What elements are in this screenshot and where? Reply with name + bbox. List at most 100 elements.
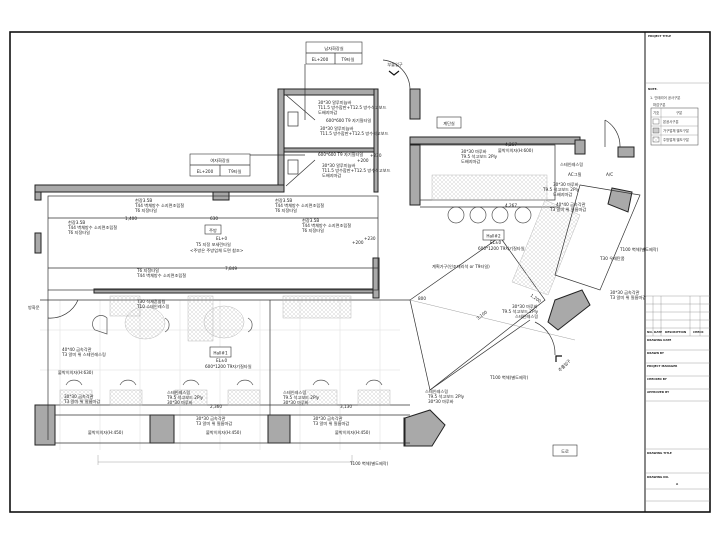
svg-text:T6 지정타일: T6 지정타일 [136,267,159,274]
svg-text:NOTE.: NOTE. [648,87,658,91]
main-entrance-arrow-icon [555,355,562,362]
svg-text:DRAWN BY: DRAWN BY [647,351,665,355]
svg-text:T6 지정타일: T6 지정타일 [134,207,157,214]
svg-text:PROJECT MANAGER: PROJECT MANAGER [647,364,678,368]
svg-text:도배지마감: 도배지마감 [322,172,341,179]
hall2-label: Hall#2 [486,234,501,239]
svg-text:방화문: 방화문 [28,304,40,311]
svg-text:30*30 마루바: 30*30 마루바 [283,399,309,406]
svg-text:DATE: DATE [654,330,662,334]
svg-text:T9타일: T9타일 [341,56,355,63]
svg-text:APPROVED BY: APPROVED BY [647,390,670,394]
svg-text:붙박이의자(H:450): 붙박이의자(H:450) [88,429,123,436]
svg-text:T3 알미 위 필름마감: T3 알미 위 필름마감 [549,206,586,213]
kitchen-tag [204,224,222,235]
svg-text:T44 벽체방수 소지면조립철: T44 벽체방수 소지면조립철 [67,224,117,231]
svg-text:T6 지정타일: T6 지정타일 [301,227,324,234]
svg-text:붙박이의자(H:450): 붙박이의자(H:450) [335,429,370,436]
svg-text:T9.5 석고보드 2Ply: T9.5 석고보드 2Ply [166,394,204,401]
svg-text:본공사구분: 본공사구분 [663,119,679,124]
svg-text:T11.5 방수합판+T12.5 방수석고보드: T11.5 방수합판+T12.5 방수석고보드 [319,130,389,137]
svg-text:30*30 마루바: 30*30 마루바 [461,148,487,155]
svg-text:+200: +200 [357,158,369,163]
hall2-tag [482,229,505,241]
sub-entrance-label: 부출입구 [387,61,403,68]
svg-text:30*30 마루바: 30*30 마루바 [512,303,538,310]
svg-text:천장3.5B: 천장3.5B [68,219,85,225]
svg-text:T44 벽체방수 소지면조립철: T44 벽체방수 소지면조립철 [134,202,184,209]
svg-text:T100 벽체(별도제작): T100 벽체(별도제작) [619,246,659,253]
svg-text:1,200: 1,200 [529,293,542,304]
svg-text:630: 630 [210,216,218,221]
hall1-tag [209,346,232,358]
svg-text:도배지마감: 도배지마감 [318,109,337,116]
svg-text:30*30 알루미늄바: 30*30 알루미늄바 [318,99,351,106]
svg-text:구분: 구분 [676,110,682,115]
svg-text:600*600 T9 자기질타일: 600*600 T9 자기질타일 [326,117,371,124]
stairwell-tag [436,116,462,129]
svg-text:스테인레스링: 스테인레스링 [425,388,448,395]
svg-text:EL+200: EL+200 [197,169,214,174]
womens-restroom-tag: 여자화장실 EL+200 T9타일 [189,153,305,177]
svg-text:1. 인테리어 공사구분: 1. 인테리어 공사구분 [650,95,680,100]
svg-text:T9타일: T9타일 [228,168,242,175]
svg-text:4,267: 4,267 [505,142,517,147]
sheet-border [9,31,711,513]
svg-text:AC그릴: AC그릴 [568,171,582,177]
svg-text:30*30 금속각관: 30*30 금속각관 [196,415,226,422]
svg-text:T9.5 석고보드 2Ply: T9.5 석고보드 2Ply [282,394,320,401]
svg-text:A/C: A/C [606,172,613,177]
svg-text:스테인레스링: 스테인레스링 [515,313,538,320]
svg-text:T3 알미 위 스테인레스링: T3 알미 위 스테인레스링 [61,351,106,358]
annotations: 30*30 알루미늄바 T11.5 방수합판+T12.5 방수석고보드 도배지마… [28,99,659,467]
svg-text:T3 알미 위 필름마감: T3 알미 위 필름마감 [63,398,100,405]
svg-text:30*30 마루바: 30*30 마루바 [553,181,579,188]
svg-text:30*30 금속각관: 30*30 금속각관 [610,289,640,296]
svg-text:CHECKED BY: CHECKED BY [647,377,668,381]
svg-text:CHECK: CHECK [693,330,704,334]
svg-text:3,130: 3,130 [340,404,352,409]
mens-restroom-tag: 남자화장실 EL+200 T9타일 [304,41,363,120]
hall1-floor: 600*1200 T9자기질타일 [205,363,252,370]
svg-text:1,400: 1,400 [125,216,137,221]
road-label: 도로 [561,449,569,454]
svg-text:30*30 금속각관: 30*30 금속각관 [64,393,94,400]
svg-text:도배지마감: 도배지마감 [461,158,480,165]
svg-text:T11.5 방수합판+T12.5 방수석고보드: T11.5 방수합판+T12.5 방수석고보드 [321,167,391,174]
kitchen-label: 주방 [209,227,217,234]
interior-lines [40,59,641,465]
svg-text:T9.5 석고보드 2Ply: T9.5 석고보드 2Ply [501,308,539,315]
svg-text:천장3.5B: 천장3.5B [135,197,152,203]
svg-text:+230: +230 [364,236,376,241]
svg-text:3,100: 3,100 [476,309,489,321]
svg-text:T9.5 석고보드 2Ply: T9.5 석고보드 2Ply [427,393,465,400]
svg-text:스테인레스링: 스테인레스링 [283,389,306,396]
svg-text:30*30 금속각관: 30*30 금속각관 [313,415,343,422]
main-entrance-label: 주출입구 [556,357,572,373]
svg-text:T100 벽체(별도제작): T100 벽체(별도제작) [349,460,389,467]
svg-text:DRAWING DATE: DRAWING DATE [647,338,671,342]
svg-text:T44 벽체방수 소지면조립철: T44 벽체방수 소지면조립철 [136,272,186,279]
svg-text:붙박이의자(H:600): 붙박이의자(H:600) [498,147,533,154]
svg-text:T6 지정타일: T6 지정타일 [274,207,297,214]
svg-text:기호: 기호 [653,110,659,115]
svg-text:T11.5 방수합판+T12.5 방수석고보드: T11.5 방수합판+T12.5 방수석고보드 [317,104,387,111]
svg-text:600*600 T9 자기질타일: 600*600 T9 자기질타일 [318,151,363,158]
svg-text:30*30 알루미늄바: 30*30 알루미늄바 [320,125,353,132]
svg-text:40*40 금속각관: 40*40 금속각관 [62,346,92,353]
hall2-elevation: EL±0 [490,240,501,245]
svg-text:붙박이의자(H:630): 붙박이의자(H:630) [58,369,93,376]
svg-text:천장3.5B: 천장3.5B [302,217,319,223]
svg-text:30*30 알루미늄바: 30*30 알루미늄바 [322,162,355,169]
sub-entrance-arrow-icon [388,70,400,76]
svg-text:스테인레스링: 스테인레스링 [167,389,190,396]
hall2-note: 계획가구(인조대리석 or T9타일) [432,263,490,270]
hall1-label: Hall#1 [213,351,228,356]
svg-text:T100 벽체(별도제작): T100 벽체(별도제작) [489,374,529,381]
svg-text:4,267: 4,267 [505,203,517,208]
svg-text:7,849: 7,849 [225,266,237,271]
svg-text:여자화장실: 여자화장실 [210,157,229,164]
svg-text:붙박이의자(H:450): 붙박이의자(H:450) [206,429,241,436]
hall1-elevation: EL±0 [216,358,227,363]
kitchen-note1: T5 지정 포세린타일 [195,241,231,248]
